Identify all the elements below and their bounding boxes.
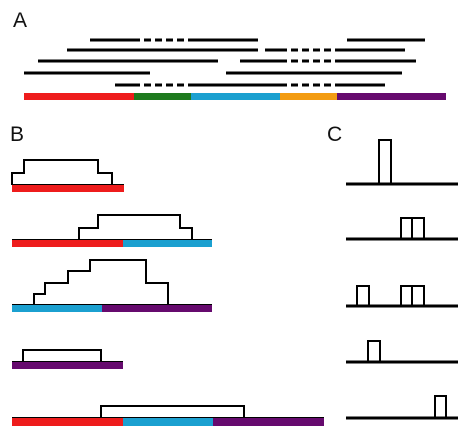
peak — [411, 217, 425, 240]
coverage-row-3 — [12, 259, 212, 312]
peak-track-5 — [346, 395, 458, 420]
peak-track-3 — [346, 285, 458, 308]
coverage-outline — [33, 259, 169, 305]
transcript-red — [12, 240, 123, 247]
transcript-red — [12, 418, 123, 426]
transcript-purple — [102, 305, 212, 312]
coverage-row-1 — [11, 159, 124, 192]
panel-b-coverage-profiles — [11, 159, 324, 426]
transcript-purple — [213, 418, 324, 426]
peak-track-1 — [346, 139, 458, 186]
coverage-outline — [100, 405, 245, 418]
transcript-purple — [12, 362, 123, 369]
coverage-row-2 — [12, 214, 212, 247]
exon-orange — [280, 93, 337, 100]
peak — [400, 217, 413, 240]
transcript-red — [12, 185, 124, 192]
exon-reference-bar — [24, 93, 446, 100]
exon-green — [134, 93, 191, 100]
peak — [434, 395, 447, 419]
panel-label-a: A — [13, 9, 27, 32]
read-segments — [24, 38, 425, 87]
coverage-outline — [11, 159, 113, 185]
peak — [356, 285, 370, 307]
peak — [411, 285, 425, 307]
coverage-row-4 — [12, 349, 123, 369]
exon-blue — [191, 93, 280, 100]
peak — [400, 285, 413, 307]
peak-track-2 — [346, 217, 458, 241]
transcript-blue — [123, 418, 213, 426]
transcript-blue — [123, 240, 212, 247]
panel-c-peak-tracks — [346, 139, 458, 420]
peak — [367, 340, 381, 363]
coverage-outline — [22, 349, 102, 361]
peak — [378, 139, 392, 185]
panel-a-read-alignment — [24, 38, 446, 100]
coverage-outline — [78, 214, 193, 240]
peak-track-4 — [346, 340, 458, 364]
panel-label-b: B — [10, 123, 24, 146]
panel-label-c: C — [327, 123, 342, 146]
coverage-row-5 — [12, 405, 324, 426]
transcript-blue — [12, 305, 102, 312]
exon-purple — [337, 93, 446, 100]
exon-red — [24, 93, 134, 100]
